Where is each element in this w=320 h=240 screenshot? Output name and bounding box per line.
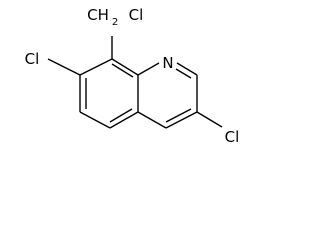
bond-n-c2	[176, 62, 198, 76]
bond-c8-c8a-inner	[111, 63, 134, 78]
bond-c4-c4a	[137, 111, 167, 129]
bond-lines	[47, 36, 223, 129]
bond-c7-cl	[47, 58, 81, 76]
atom-ch2: CH	[87, 6, 109, 24]
bond-c7-c8	[79, 58, 113, 76]
bond-c4a-c5-inner	[109, 108, 133, 123]
bond-c3-cl	[196, 111, 223, 128]
atom-cl-3: Cl	[225, 128, 240, 146]
bond-c8-c8a	[111, 58, 139, 76]
bond-c3-c4-inner	[165, 108, 192, 123]
atom-labels: CH 2 Cl N Cl Cl	[25, 6, 240, 146]
atom-ch2-subscript: 2	[112, 17, 118, 28]
atom-cl-ch2: Cl	[129, 6, 144, 24]
bond-n-c2-inner	[175, 68, 192, 79]
atom-cl-7: Cl	[25, 50, 40, 68]
bond-c8a-n	[137, 62, 160, 76]
bond-c4a-c5	[109, 111, 139, 129]
atom-n: N	[162, 54, 173, 72]
bond-c5-c6	[79, 111, 111, 129]
chemical-structure: CH 2 Cl N Cl Cl	[25, 6, 240, 146]
bond-c3-c4	[165, 111, 198, 129]
